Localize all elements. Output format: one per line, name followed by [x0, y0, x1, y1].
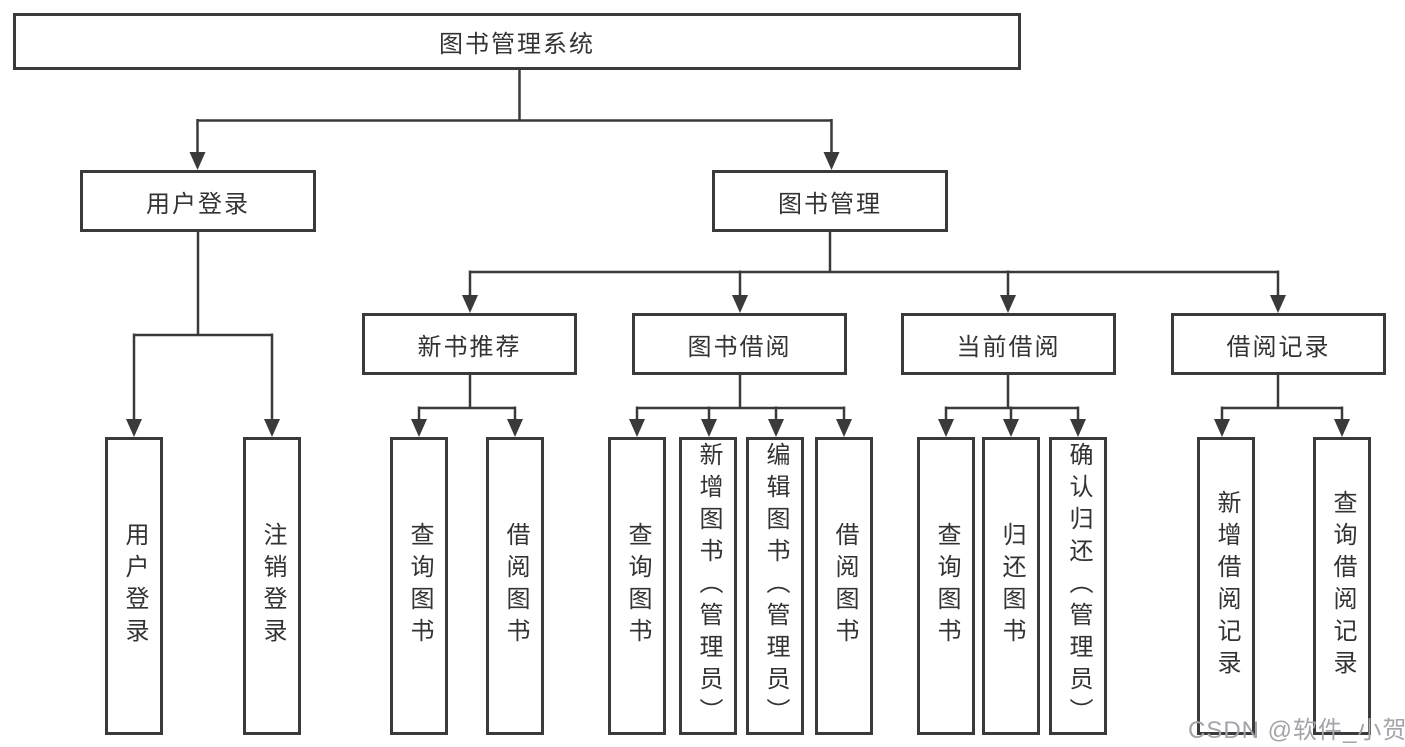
node-label: 新增借阅记录: [1213, 490, 1240, 682]
leaf-query-books-2: 查询图书: [608, 437, 666, 735]
arrowhead-icon: [1270, 295, 1286, 313]
node-label: 归还图书: [998, 522, 1025, 650]
leaf-query-books-3: 查询图书: [917, 437, 975, 735]
leaf-user-login: 用户登录: [105, 437, 163, 735]
node-label: 用户登录: [121, 522, 148, 650]
node-label: 借阅图书: [831, 522, 858, 650]
connector-new-book-split: [417, 375, 517, 419]
arrowhead-icon: [732, 295, 748, 313]
node-label: 新书推荐: [417, 333, 522, 361]
arrowhead-icon: [938, 419, 954, 437]
arrowhead-icon: [126, 419, 142, 437]
node-new-book-recommend: 新书推荐: [362, 313, 577, 375]
connector-user-login-split: [132, 232, 274, 419]
leaf-confirm-return-admin: 确认归还（管理员）: [1049, 437, 1107, 735]
node-label: 查询借阅记录: [1329, 490, 1356, 682]
node-borrow-record: 借阅记录: [1171, 313, 1386, 375]
connector-borrow-record-split: [1220, 375, 1344, 419]
node-label: 查询图书: [624, 522, 651, 650]
arrowhead-icon: [411, 419, 427, 437]
arrowhead-icon: [701, 419, 717, 437]
node-label: 编辑图书（管理员）: [762, 442, 789, 730]
node-book-borrow: 图书借阅: [632, 313, 847, 375]
arrowhead-icon: [629, 419, 645, 437]
arrowhead-icon: [823, 152, 840, 170]
arrowhead-icon: [1334, 419, 1350, 437]
node-root-library-system: 图书管理系统: [13, 13, 1021, 70]
arrowhead-icon: [836, 419, 852, 437]
csdn-watermark: CSDN @软件_小贺同学: [1188, 717, 1405, 744]
node-user-login: 用户登录: [80, 170, 316, 232]
leaf-return-book: 归还图书: [982, 437, 1040, 735]
node-label: 图书借阅: [687, 333, 792, 361]
arrowhead-icon: [462, 295, 478, 313]
connector-book-mgmt-split: [468, 232, 1280, 295]
node-label: 新增图书（管理员）: [695, 442, 722, 730]
leaf-add-book-admin: 新增图书（管理员）: [679, 437, 737, 735]
leaf-query-borrow-record: 查询借阅记录: [1313, 437, 1371, 735]
arrowhead-icon: [264, 419, 280, 437]
node-label: 注销登录: [259, 522, 286, 650]
node-label: 用户登录: [146, 190, 250, 218]
arrowhead-icon: [189, 152, 206, 170]
arrowhead-icon: [1000, 295, 1016, 313]
arrowhead-icon: [1070, 419, 1086, 437]
arrowhead-icon: [1214, 419, 1230, 437]
leaf-logout: 注销登录: [243, 437, 301, 735]
node-label: 查询图书: [933, 522, 960, 650]
node-label: 图书管理系统: [439, 31, 595, 58]
leaf-borrow-books-1: 借阅图书: [486, 437, 544, 735]
leaf-query-books-1: 查询图书: [390, 437, 448, 735]
connector-current-borrow-split: [944, 375, 1080, 419]
leaf-edit-book-admin: 编辑图书（管理员）: [746, 437, 804, 735]
connector-book-borrow-split: [635, 375, 846, 419]
node-label: 当前借阅: [956, 333, 1061, 361]
node-label: 确认归还（管理员）: [1065, 442, 1092, 730]
node-label: 借阅图书: [502, 522, 529, 650]
node-current-borrow: 当前借阅: [901, 313, 1116, 375]
node-label: 查询图书: [406, 522, 433, 650]
leaf-add-borrow-record: 新增借阅记录: [1197, 437, 1255, 735]
connector-root-split: [196, 70, 833, 152]
arrowhead-icon: [1003, 419, 1019, 437]
node-book-management: 图书管理: [712, 170, 948, 232]
node-label: 借阅记录: [1226, 333, 1331, 361]
node-label: 图书管理: [778, 190, 882, 218]
leaf-borrow-books-2: 借阅图书: [815, 437, 873, 735]
arrowhead-icon: [507, 419, 523, 437]
arrowhead-icon: [768, 419, 784, 437]
